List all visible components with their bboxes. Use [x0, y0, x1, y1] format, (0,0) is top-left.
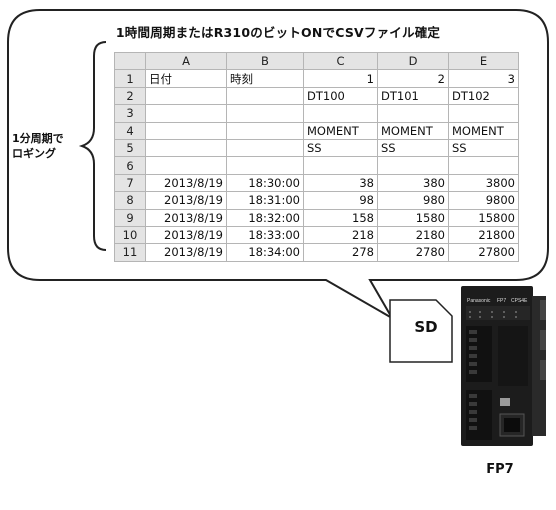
- table-cell: 2013/8/19: [145, 243, 227, 262]
- table-cell: 158: [303, 208, 378, 227]
- table-cell: 3800: [448, 173, 519, 193]
- table-cell: [145, 156, 227, 175]
- table-cell: [145, 104, 227, 123]
- table-cell: 380: [377, 173, 449, 193]
- table-cell: DT102: [448, 86, 519, 106]
- table-row: 3: [114, 104, 519, 123]
- plc-brand-text: Panasonic FP7 CPS4E: [467, 298, 528, 304]
- row-header: 6: [114, 156, 146, 175]
- table-cell: 3: [448, 69, 519, 88]
- table-cell: [145, 121, 227, 140]
- table-cell: 98: [303, 191, 378, 210]
- row-header: 4: [114, 121, 146, 140]
- row-header: 3: [114, 104, 146, 123]
- table-cell: [226, 86, 304, 106]
- row-header: 1: [114, 69, 146, 88]
- column-header-b: B: [226, 51, 304, 71]
- table-cell: 218: [303, 225, 378, 245]
- table-cell: [377, 104, 449, 123]
- table-cell: [145, 86, 227, 106]
- column-header-a: A: [145, 51, 227, 71]
- table-cell: 18:33:00: [226, 225, 304, 245]
- column-header-d: D: [377, 51, 449, 71]
- table-cell: [226, 104, 304, 123]
- table-cell: 2180: [377, 225, 449, 245]
- table-cell: 1: [303, 69, 378, 88]
- column-header-row: A B C D E: [114, 51, 519, 71]
- table-cell: 2: [377, 69, 449, 88]
- table-cell: 2780: [377, 243, 449, 262]
- corner-cell: [114, 51, 146, 71]
- table-cell: [226, 121, 304, 140]
- row-header: 11: [114, 243, 146, 262]
- table-cell: 2013/8/19: [145, 208, 227, 227]
- table-cell: 27800: [448, 243, 519, 262]
- table-cell: 980: [377, 191, 449, 210]
- table-cell: [448, 156, 519, 175]
- side-label-line1: 1分周期で: [12, 132, 64, 145]
- table-cell: DT101: [377, 86, 449, 106]
- table-cell: [226, 138, 304, 158]
- table-cell: SS: [377, 138, 449, 158]
- svg-text:CPS4E: CPS4E: [511, 298, 528, 304]
- row-header: 7: [114, 173, 146, 193]
- plc-unit-image: [461, 286, 546, 446]
- table-cell: 2013/8/19: [145, 225, 227, 245]
- column-header-e: E: [448, 51, 519, 71]
- table-cell: [377, 156, 449, 175]
- table-cell: SS: [303, 138, 378, 158]
- table-cell: 18:30:00: [226, 173, 304, 193]
- side-label: 1分周期で ロギング: [12, 131, 64, 161]
- table-cell: 38: [303, 173, 378, 193]
- table-cell: 1580: [377, 208, 449, 227]
- table-cell: [448, 104, 519, 123]
- table-cell: 2013/8/19: [145, 173, 227, 193]
- table-cell: [145, 138, 227, 158]
- table-cell: MOMENT: [303, 121, 378, 140]
- table-cell: 2013/8/19: [145, 191, 227, 210]
- table-cell: 278: [303, 243, 378, 262]
- table-cell: DT100: [303, 86, 378, 106]
- side-label-line2: ロギング: [12, 147, 56, 160]
- table-cell: 21800: [448, 225, 519, 245]
- table-row: 6: [114, 156, 519, 175]
- table-cell: [303, 104, 378, 123]
- plc-label: FP7: [486, 462, 514, 477]
- table-cell: [303, 156, 378, 175]
- table-cell: 18:31:00: [226, 191, 304, 210]
- row-header: 5: [114, 138, 146, 158]
- table-cell: SS: [448, 138, 519, 158]
- table-cell: MOMENT: [448, 121, 519, 140]
- row-header: 9: [114, 208, 146, 227]
- brace-icon: [78, 41, 107, 251]
- table-cell: 18:32:00: [226, 208, 304, 227]
- table-cell: 15800: [448, 208, 519, 227]
- row-header: 8: [114, 191, 146, 210]
- table-cell: 9800: [448, 191, 519, 210]
- table-cell: [226, 156, 304, 175]
- row-header: 2: [114, 86, 146, 106]
- diagram-title: 1時間周期またはR310のビットONでCSVファイル確定: [115, 25, 441, 40]
- svg-text:FP7: FP7: [497, 298, 506, 304]
- row-header: 10: [114, 225, 146, 245]
- table-cell: 時刻: [226, 69, 304, 88]
- sd-card-icon: [389, 299, 453, 363]
- table-cell: 日付: [145, 69, 227, 88]
- svg-text:Panasonic: Panasonic: [467, 298, 491, 304]
- table-cell: 18:34:00: [226, 243, 304, 262]
- table-cell: MOMENT: [377, 121, 449, 140]
- column-header-c: C: [303, 51, 378, 71]
- sd-card-label: SD: [414, 318, 438, 336]
